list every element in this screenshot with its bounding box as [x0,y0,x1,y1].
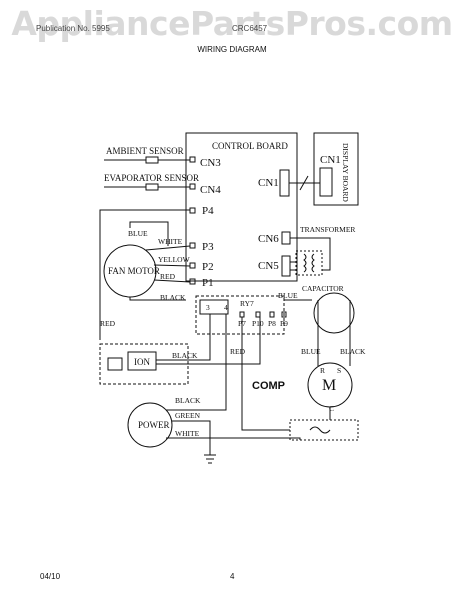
compressor-c-label: C [329,404,334,413]
fan-black-label: BLACK [160,293,186,302]
cn5-connector [281,255,291,277]
fan-yellow-label: YELLOW [158,255,191,264]
cn6-label: CN6 [258,233,279,245]
ion-black-wire [156,314,211,361]
overload-box [289,419,359,441]
cn6-transformer-wire [290,237,331,271]
watermark: AppliancePartsPros.com [11,4,453,43]
evaporator-sensor-label: EVAPORATOR SENSOR [104,173,199,183]
relay-box [195,295,285,335]
relay-term4-label: 4 [224,303,228,312]
fan-red-wire [153,279,191,283]
display-cn1-connector [319,167,333,197]
wire-blue-capacitor-label: BLUE [278,291,298,300]
control-board-box [185,132,298,282]
power-plug [127,402,173,448]
cn5-label: CN5 [258,260,279,272]
display-board-label: DISPLAY BOARD [341,143,350,202]
relay-coil [199,299,229,315]
transformer-label: TRANSFORMER [300,225,355,234]
p8-label: P8 [268,319,276,328]
ground-icon [204,454,216,464]
relay-compressor-wire [241,317,290,431]
board-cn1-connector [279,169,290,197]
evaporator-sensor-wire [104,183,190,191]
p10-label: P10 [252,319,264,328]
fan-white-wire [145,245,191,251]
transformer-coil-secondary [311,253,315,273]
wire-red-left-label: RED [100,319,116,328]
p9-pin [281,311,287,318]
footer-date: 04/10 [40,572,61,581]
compressor-m-label: M [322,377,336,394]
board-cn1-label: CN1 [258,177,279,189]
ion-generator [107,357,123,371]
cn3-label: CN3 [200,157,221,169]
display-board-box [313,132,359,206]
capacitor-label: CAPACITOR [302,284,344,293]
power-green-wire [172,420,211,455]
capacitor-motor-wires [317,326,351,366]
p10-pin [255,311,261,318]
page-title: WIRING DIAGRAM [197,45,267,54]
wire-black-motor-label: BLACK [340,347,366,356]
p4-red-wire [99,209,190,340]
relay-term3-label: 3 [206,303,210,312]
control-board-label: CONTROL BOARD [212,141,288,151]
p8-pin [269,311,275,318]
fan-white-label: WHITE [158,237,183,246]
display-cn1-label: CN1 [320,154,341,166]
p2-pin [189,262,196,269]
wire-black-power-label: BLACK [175,396,201,405]
power-white-wire [166,437,301,440]
cn1-link-slash [299,175,309,191]
p7-pin [239,311,245,318]
fan-blue-wire [129,221,169,246]
header-publication: Publication No. 5995 [36,24,110,33]
p3-pin [189,242,196,249]
p9-label: P9 [280,319,288,328]
p4-label: P4 [202,205,214,217]
fan-blue-label: BLUE [128,229,148,238]
cn6-connector [281,231,291,245]
wire-blue-motor-label: BLUE [301,347,321,356]
comp-label: COMP [252,380,285,392]
compressor-r-label: R [320,366,325,375]
header-model: CRC6457 [232,24,268,33]
capacitor [313,292,355,334]
transformer-box [295,250,323,276]
wire-red-ion-label: RED [230,347,246,356]
wire-black-ion-label: BLACK [172,351,198,360]
cn4-label: CN4 [200,184,221,196]
ion-box [127,351,157,371]
transformer-coil-primary [303,253,307,273]
ion-label: ION [134,357,150,367]
fan-motor-label: FAN MOTOR [108,266,160,276]
power-label: POWER [138,420,170,430]
cn3-pin [189,156,196,163]
ambient-sensor-wire [104,156,190,164]
compressor-s-label: S [337,366,341,375]
wire-green-power-label: GREEN [175,411,201,420]
p4-pin [189,207,196,214]
power-black-wire [166,314,227,411]
fan-yellow-wire [153,264,191,267]
cn4-pin [189,183,196,190]
capacitor-terminals [317,300,351,326]
footer-page-number: 4 [230,572,235,581]
p3-label: P3 [202,241,214,253]
p1-label: P1 [202,277,214,289]
wire-white-power-label: WHITE [175,429,200,438]
overload-protector [309,426,331,434]
p1-pin [189,278,196,285]
fan-red-label: RED [160,272,176,281]
p2-label: P2 [202,261,214,273]
cn5-transformer-wire [290,261,296,271]
ion-red-wire [156,317,261,365]
ry7-label: RY7 [240,299,254,308]
ambient-sensor-label: AMBIENT SENSOR [106,146,184,156]
fan-black-wire [129,297,186,301]
